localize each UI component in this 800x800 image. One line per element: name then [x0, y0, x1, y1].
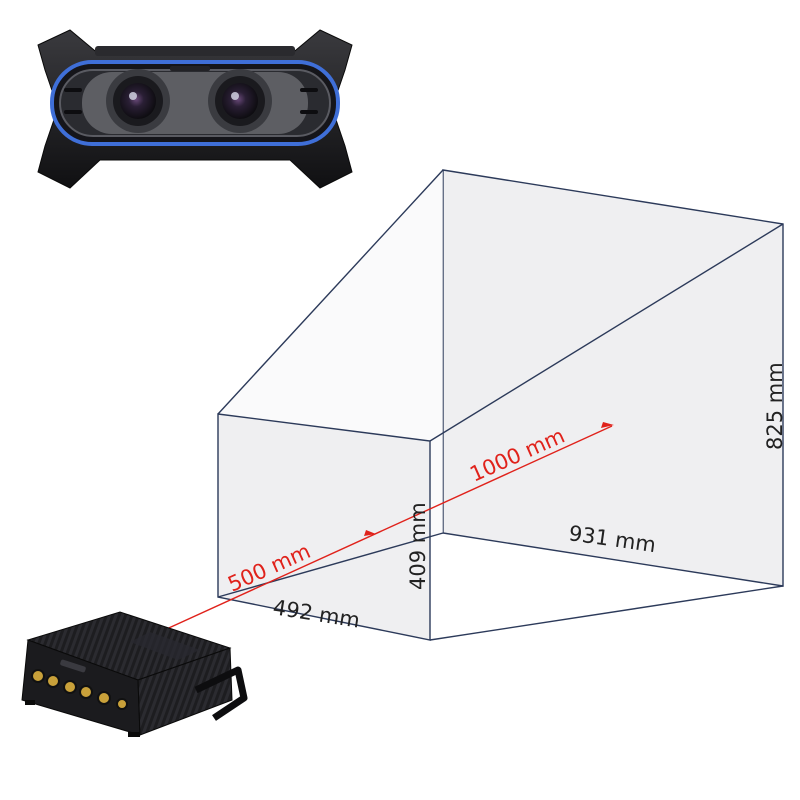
connector-ports-icon [31, 659, 128, 710]
distance-ray [159, 422, 614, 633]
frustum-edge-top-right [429, 223, 784, 442]
fov-frustum [217, 169, 784, 641]
far-distance-arrow-icon [601, 422, 614, 428]
frustum-edge-top-left [217, 169, 444, 415]
near-height-label: 409 mm [406, 502, 430, 590]
frustum-edge-bottom-left [217, 532, 444, 598]
processing-unit-image [21, 611, 248, 737]
frustum-edge-bottom-right [429, 585, 784, 641]
near-distance-arrow-icon [364, 530, 376, 536]
stereo-camera-image [37, 29, 353, 189]
left-lens-icon [106, 69, 170, 133]
far-plane [442, 169, 784, 587]
far-height-label: 825 mm [763, 362, 787, 450]
right-lens-icon [208, 69, 272, 133]
